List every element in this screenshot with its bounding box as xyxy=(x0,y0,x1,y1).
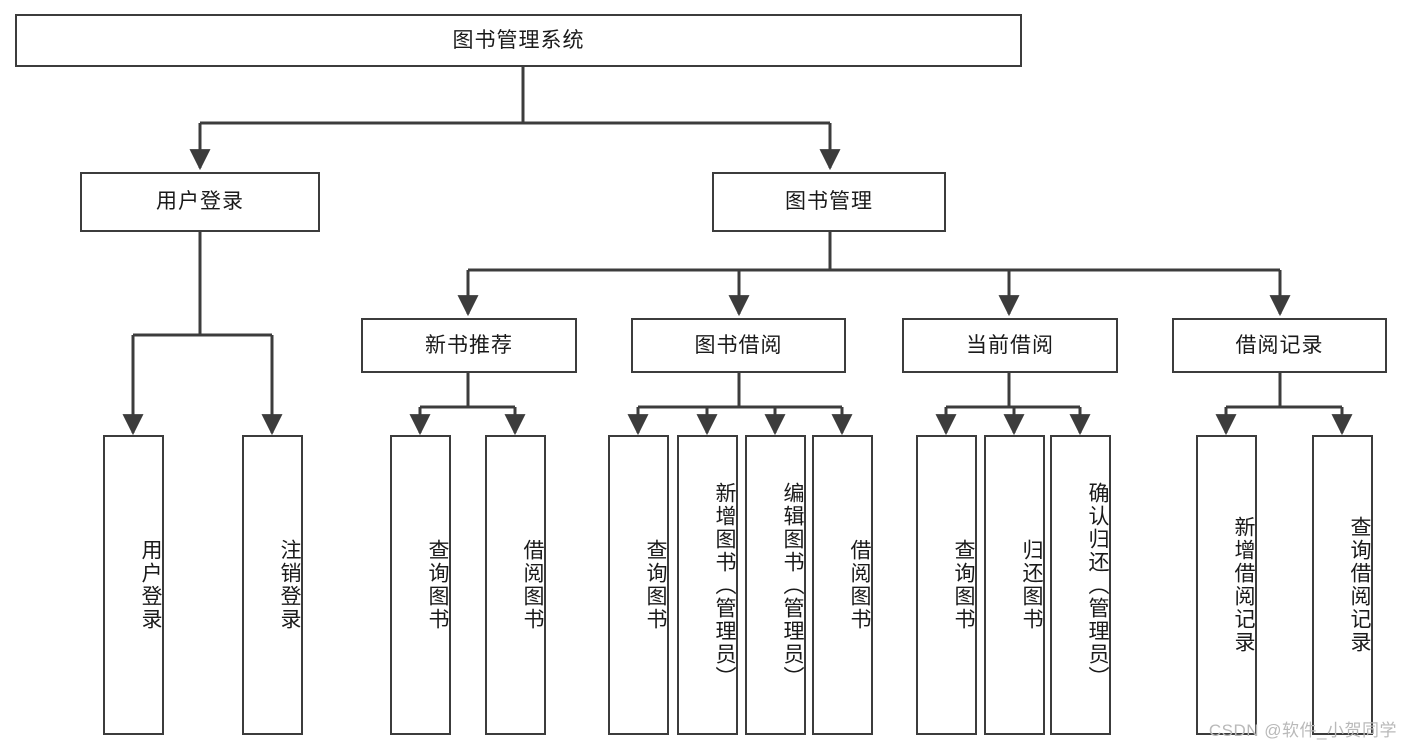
node-label: 图书管理 xyxy=(785,190,873,214)
leaf-new-book-query[interactable]: 查询图书 xyxy=(390,435,451,735)
leaf-borrow-record-add[interactable]: 新增借阅记录 xyxy=(1196,435,1257,735)
node-borrow-record[interactable]: 借阅记录 xyxy=(1172,318,1387,373)
node-label: 借阅图书 xyxy=(521,539,544,631)
node-current-borrow[interactable]: 当前借阅 xyxy=(902,318,1118,373)
leaf-current-borrow-query[interactable]: 查询图书 xyxy=(916,435,977,735)
node-label: 借阅图书 xyxy=(848,539,871,631)
node-label: 注销登录 xyxy=(278,539,301,631)
node-book-borrow[interactable]: 图书借阅 xyxy=(631,318,846,373)
node-book-management[interactable]: 图书管理 xyxy=(712,172,946,232)
node-label: 确认归还（管理员） xyxy=(1086,481,1109,689)
leaf-new-book-borrow[interactable]: 借阅图书 xyxy=(485,435,546,735)
leaf-current-borrow-return[interactable]: 归还图书 xyxy=(984,435,1045,735)
leaf-user-login-logout[interactable]: 注销登录 xyxy=(242,435,303,735)
watermark-csdn: CSDN @软件_小贺同学 xyxy=(1208,721,1397,740)
node-label: 图书借阅 xyxy=(694,333,783,357)
node-label: 编辑图书（管理员） xyxy=(781,481,804,689)
node-label: 用户登录 xyxy=(156,190,244,214)
node-new-book-recommend[interactable]: 新书推荐 xyxy=(361,318,577,373)
leaf-user-login-login[interactable]: 用户登录 xyxy=(103,435,164,735)
node-label: 新书推荐 xyxy=(425,333,513,357)
leaf-book-borrow-add-admin[interactable]: 新增图书（管理员） xyxy=(677,435,738,735)
leaf-borrow-record-query[interactable]: 查询借阅记录 xyxy=(1312,435,1373,735)
node-label: 查询借阅记录 xyxy=(1348,516,1371,654)
leaf-current-borrow-confirm-admin[interactable]: 确认归还（管理员） xyxy=(1050,435,1111,735)
node-label: 查询图书 xyxy=(426,539,449,631)
node-label: 新增借阅记录 xyxy=(1232,516,1255,654)
node-label: 查询图书 xyxy=(644,539,667,631)
leaf-book-borrow-borrow[interactable]: 借阅图书 xyxy=(812,435,873,735)
node-label: 归还图书 xyxy=(1020,539,1043,631)
node-label: 借阅记录 xyxy=(1235,333,1324,357)
node-label: 图书管理系统 xyxy=(452,28,585,52)
leaf-book-borrow-query[interactable]: 查询图书 xyxy=(608,435,669,735)
node-label: 当前借阅 xyxy=(966,333,1054,357)
node-label: 用户登录 xyxy=(139,539,162,631)
node-user-login[interactable]: 用户登录 xyxy=(80,172,320,232)
node-label: 新增图书（管理员） xyxy=(713,481,736,689)
node-label: 查询图书 xyxy=(952,539,975,631)
leaf-book-borrow-edit-admin[interactable]: 编辑图书（管理员） xyxy=(745,435,806,735)
node-root-book-management-system[interactable]: 图书管理系统 xyxy=(15,14,1022,67)
